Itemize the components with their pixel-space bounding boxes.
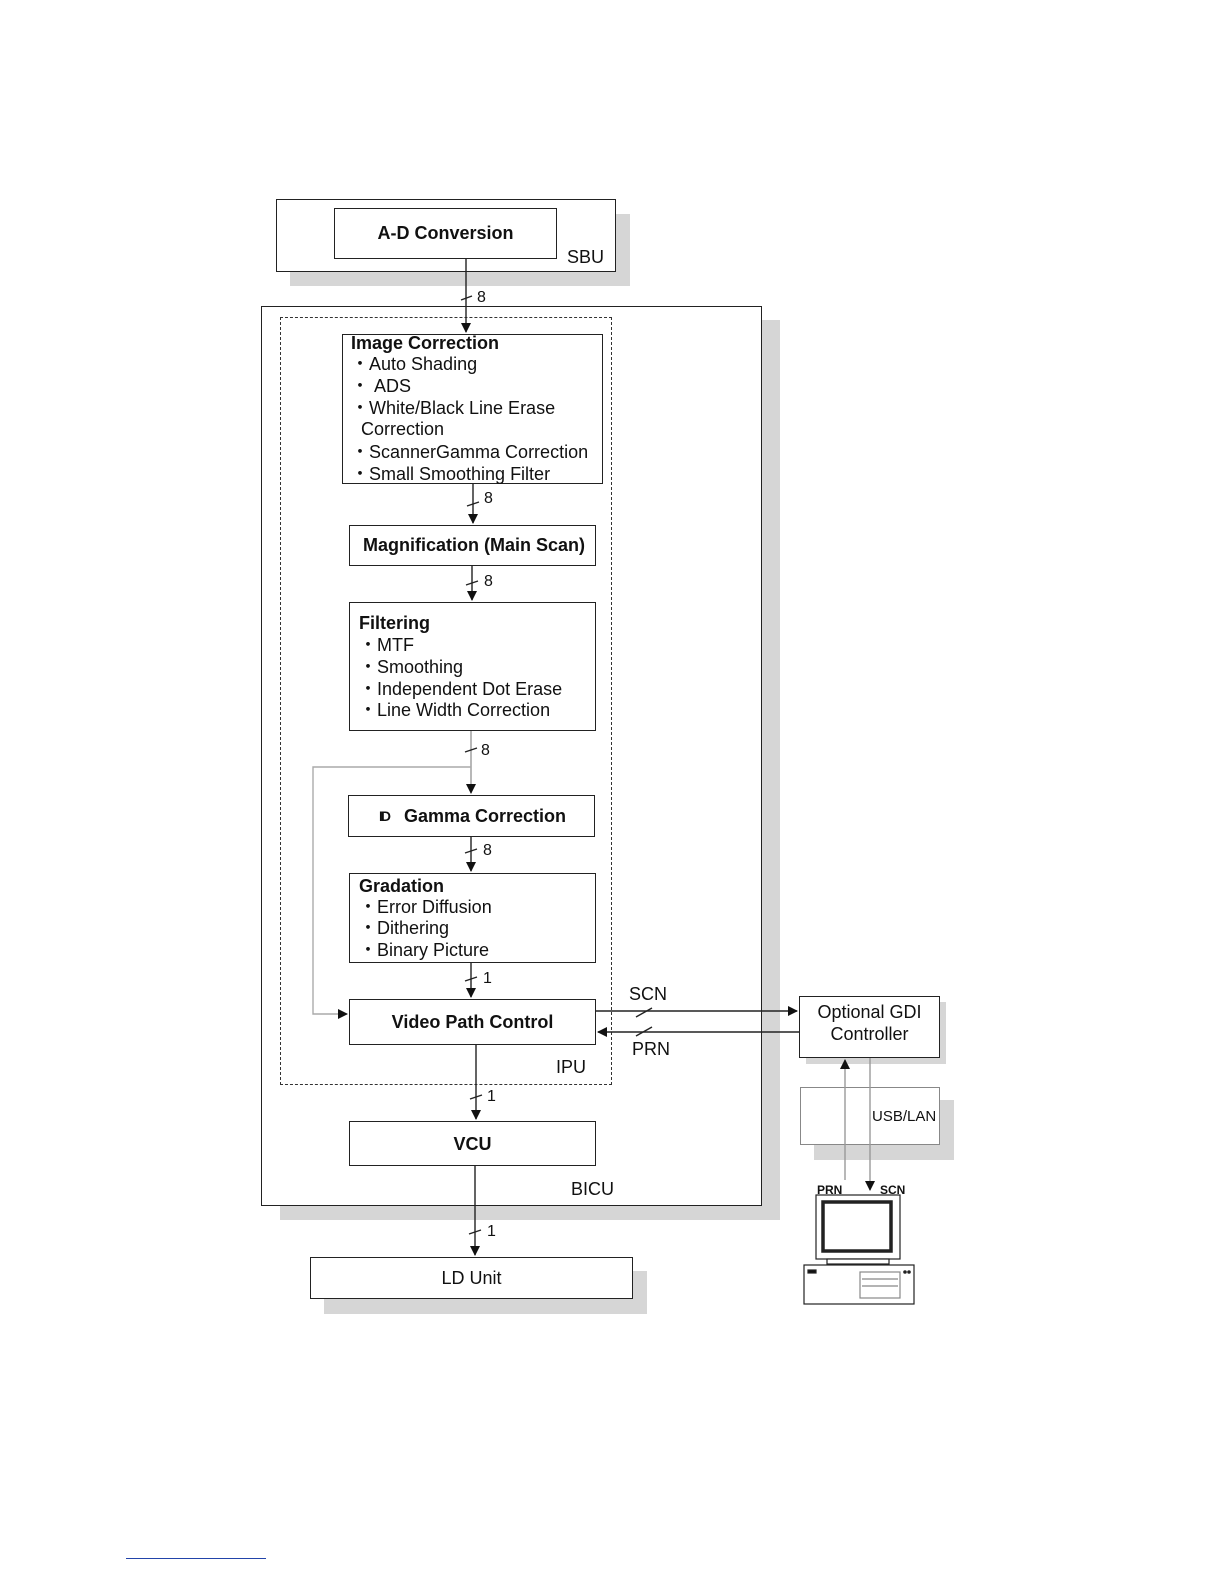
- bus-width-label: 1: [487, 1223, 496, 1240]
- filtering-title: Filtering: [359, 613, 430, 633]
- computer-icon: [803, 1194, 915, 1305]
- gamma-prefix: ID: [379, 808, 391, 824]
- usb-lan-label: USB/LAN: [872, 1108, 937, 1125]
- filtering-block: Filtering ・MTF ・Smoothing ・Independent D…: [349, 602, 596, 731]
- gradation-block: Gradation ・Error Diffusion ・Dithering ・B…: [349, 873, 596, 963]
- filtering-item: ・Independent Dot Erase: [359, 679, 563, 699]
- ic-item: Correction: [361, 419, 445, 439]
- vcu-title: VCU: [453, 1134, 492, 1154]
- ic-item: ・Auto Shading: [351, 354, 478, 374]
- pc-scn-label: SCN: [880, 1183, 906, 1197]
- filtering-item: ・MTF: [359, 635, 414, 655]
- bus-width-label: 1: [483, 970, 492, 987]
- gradation-item: ・Error Diffusion: [359, 897, 492, 917]
- prn-signal-label: PRN: [632, 1039, 671, 1059]
- ic-item: ・ScannerGamma Correction: [351, 442, 589, 462]
- bus-width-label: 8: [481, 742, 490, 759]
- ipu-label: IPU: [556, 1057, 587, 1077]
- gdi-line1: Optional GDI: [817, 1002, 922, 1022]
- ad-conversion-label: A-D Conversion: [377, 223, 514, 243]
- ld-unit-block: LD Unit: [310, 1257, 633, 1299]
- ad-conversion-block: A-D Conversion: [334, 208, 557, 259]
- image-correction-title: Image Correction: [351, 333, 500, 353]
- footer-rule: [126, 1558, 266, 1559]
- bus-width-label: 8: [477, 289, 486, 306]
- gradation-title: Gradation: [359, 876, 445, 896]
- bus-width-label: 8: [484, 490, 493, 507]
- bus-width-label: 8: [483, 842, 492, 859]
- ic-item: ・ ADS: [351, 376, 412, 396]
- magnification-block: Magnification (Main Scan): [349, 525, 596, 566]
- gamma-title: Gamma Correction: [404, 806, 567, 826]
- filtering-item: ・Line Width Correction: [359, 700, 551, 720]
- pc-prn-label: PRN: [817, 1183, 843, 1197]
- ic-item: ・White/Black Line Erase: [351, 398, 556, 418]
- gradation-item: ・Binary Picture: [359, 940, 490, 960]
- gdi-line2: Controller: [830, 1024, 909, 1044]
- magnification-title: Magnification (Main Scan): [363, 535, 586, 555]
- filtering-item: ・Smoothing: [359, 657, 464, 677]
- ld-unit-title: LD Unit: [441, 1268, 502, 1288]
- vcu-block: VCU: [349, 1121, 596, 1166]
- sbu-label: SBU: [567, 247, 605, 267]
- bicu-label: BICU: [571, 1179, 615, 1199]
- ic-item: ・Small Smoothing Filter: [351, 464, 551, 484]
- bus-width-label: 8: [484, 573, 493, 590]
- gradation-item: ・Dithering: [359, 918, 450, 938]
- ipu-dashed-region: [280, 317, 612, 1085]
- bus-width-label: 1: [487, 1088, 496, 1105]
- video-path-control-block: Video Path Control: [349, 999, 596, 1045]
- image-correction-block: Image Correction ・Auto Shading ・ ADS ・Wh…: [342, 333, 603, 484]
- gdi-controller-block: Optional GDI Controller: [799, 996, 940, 1058]
- gamma-correction-block: ID Gamma Correction: [348, 795, 595, 837]
- video-path-control-title: Video Path Control: [391, 1012, 554, 1032]
- scn-signal-label: SCN: [629, 984, 668, 1004]
